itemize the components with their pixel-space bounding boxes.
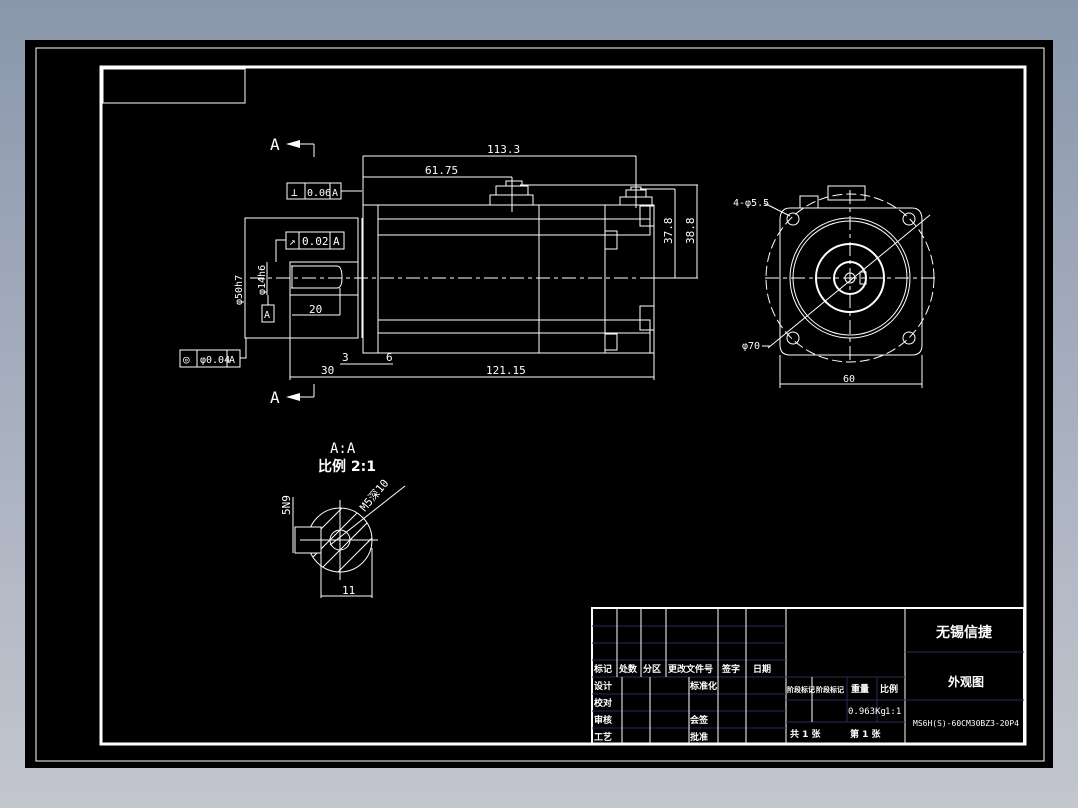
svg-text:A: A bbox=[229, 355, 235, 366]
svg-text:⊥: ⊥ bbox=[291, 186, 298, 199]
svg-text:校对: 校对 bbox=[594, 697, 612, 709]
code-box bbox=[102, 68, 246, 104]
svg-text:日期: 日期 bbox=[753, 663, 771, 675]
svg-text:外观图: 外观图 bbox=[948, 674, 984, 689]
svg-text:38.8: 38.8 bbox=[684, 218, 697, 245]
svg-text:共 1 张: 共 1 张 bbox=[790, 728, 822, 740]
svg-text:MS6H(S)-60CM30BZ3-20P4: MS6H(S)-60CM30BZ3-20P4 bbox=[913, 719, 1019, 728]
svg-text:A:A: A:A bbox=[330, 441, 356, 457]
svg-text:A: A bbox=[333, 235, 340, 248]
svg-text:重量: 重量 bbox=[851, 683, 869, 695]
svg-text:M5深10: M5深10 bbox=[357, 477, 391, 514]
svg-text:比例 2:1: 比例 2:1 bbox=[318, 458, 376, 475]
svg-text:A: A bbox=[270, 135, 280, 154]
svg-text:A: A bbox=[264, 310, 270, 321]
svg-text:37.8: 37.8 bbox=[662, 218, 675, 245]
svg-text:签字: 签字 bbox=[721, 663, 740, 675]
svg-text:φ14h6: φ14h6 bbox=[257, 265, 268, 295]
section-marker-bottom: A bbox=[270, 384, 315, 407]
svg-text:6: 6 bbox=[386, 351, 393, 364]
svg-text:A: A bbox=[270, 388, 280, 407]
svg-text:5N9: 5N9 bbox=[280, 495, 293, 515]
fcf-perpendicularity: ⊥ 0.06 A bbox=[286, 182, 362, 200]
svg-text:阶段标记: 阶段标记 bbox=[816, 685, 844, 694]
outer-border bbox=[35, 47, 1045, 762]
svg-text:更改文件号: 更改文件号 bbox=[668, 663, 713, 675]
svg-text:工艺: 工艺 bbox=[594, 731, 612, 743]
cad-drawing: A A ⊥ 0.06 A ↗ 0.02 A ◎ φ0.04 A bbox=[35, 47, 1045, 762]
svg-text:处数: 处数 bbox=[618, 663, 638, 675]
svg-text:会签: 会签 bbox=[690, 714, 709, 726]
svg-text:30: 30 bbox=[321, 364, 334, 377]
drawing-canvas[interactable]: A A ⊥ 0.06 A ↗ 0.02 A ◎ φ0.04 A bbox=[25, 40, 1053, 768]
svg-text:11: 11 bbox=[342, 584, 355, 597]
svg-text:设计: 设计 bbox=[594, 680, 612, 692]
svg-text:3: 3 bbox=[342, 351, 349, 364]
svg-text:113.3: 113.3 bbox=[487, 143, 520, 156]
svg-text:批准: 批准 bbox=[690, 731, 708, 743]
svg-text:审核: 审核 bbox=[594, 714, 612, 726]
svg-text:A: A bbox=[332, 188, 338, 199]
title-block: 标记 处数 分区 更改文件号 签字 日期 设计 校对 审核 工艺 标准化 会签 … bbox=[591, 607, 1025, 745]
svg-text:0.06: 0.06 bbox=[307, 188, 331, 199]
drawing-frame bbox=[99, 65, 1027, 746]
front-view: 60 4-φ5.5 φ70 bbox=[733, 185, 935, 388]
svg-text:无锡信捷: 无锡信捷 bbox=[935, 624, 993, 641]
datum-box: A bbox=[261, 295, 275, 323]
svg-text:标记: 标记 bbox=[593, 663, 612, 675]
dimensions: 113.3 61.75 37.8 38.8 φ50h7 φ14h6 20 30 … bbox=[234, 143, 698, 380]
fcf-runout: ↗ 0.02 A bbox=[275, 231, 345, 262]
svg-text:61.75: 61.75 bbox=[425, 164, 458, 177]
side-view bbox=[244, 180, 660, 354]
svg-text:◎: ◎ bbox=[183, 353, 190, 366]
svg-text:0.02: 0.02 bbox=[302, 235, 329, 248]
svg-text:比例: 比例 bbox=[880, 683, 898, 695]
svg-text:60: 60 bbox=[843, 374, 855, 385]
svg-text:0.963Kg: 0.963Kg bbox=[848, 707, 886, 717]
svg-text:↗: ↗ bbox=[289, 235, 296, 248]
svg-text:标准化: 标准化 bbox=[689, 680, 717, 692]
svg-text:分区: 分区 bbox=[643, 663, 661, 675]
svg-text:20: 20 bbox=[309, 303, 322, 316]
section-view: A:A 比例 2:1 11 5N9 M5深10 bbox=[280, 441, 406, 598]
svg-text:φ50h7: φ50h7 bbox=[234, 275, 245, 305]
section-marker-top: A bbox=[270, 135, 315, 157]
svg-text:φ70: φ70 bbox=[742, 341, 760, 352]
svg-text:第 1 张: 第 1 张 bbox=[850, 728, 882, 740]
svg-text:阶段标记: 阶段标记 bbox=[787, 685, 815, 694]
svg-text:4-φ5.5: 4-φ5.5 bbox=[733, 198, 769, 209]
fcf-concentricity: ◎ φ0.04 A bbox=[179, 338, 247, 368]
svg-text:121.15: 121.15 bbox=[486, 364, 526, 377]
svg-text:φ0.04: φ0.04 bbox=[200, 355, 230, 366]
svg-text:1:1: 1:1 bbox=[885, 707, 901, 717]
